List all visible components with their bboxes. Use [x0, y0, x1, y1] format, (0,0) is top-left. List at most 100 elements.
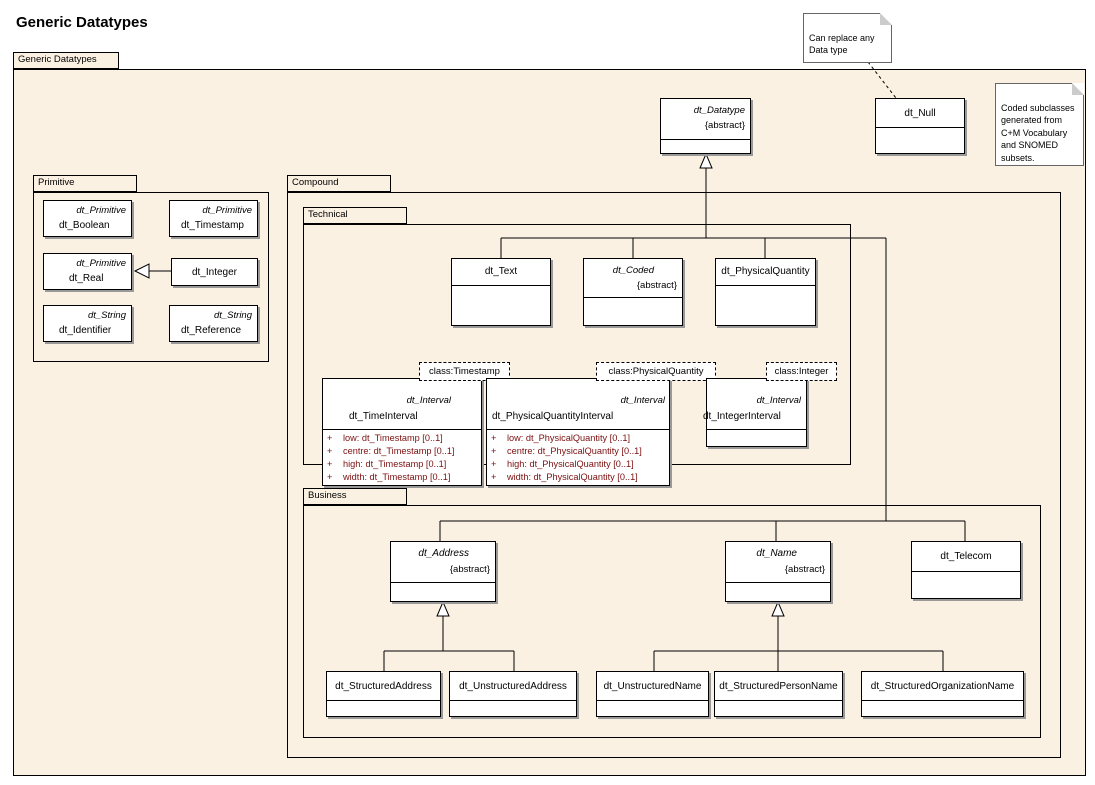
package-tab-primitive[interactable]: Primitive	[33, 175, 137, 192]
class-header: dt_Text	[452, 259, 550, 286]
class-stereotype: dt_Primitive	[76, 205, 126, 216]
class-dt-identifier[interactable]: dt_String dt_Identifier	[43, 305, 132, 342]
class-dt-physical-quantity[interactable]: dt_PhysicalQuantity	[715, 258, 816, 326]
attribute-row[interactable]: +low: dt_PhysicalQuantity [0..1]	[491, 432, 667, 445]
note-text: Coded subclasses generated from C+M Voca…	[1001, 102, 1075, 163]
note-fold-icon	[1072, 83, 1084, 95]
class-name: dt_PhysicalQuantityInterval	[492, 411, 614, 422]
class-dt-timestamp[interactable]: dt_Primitive dt_Timestamp	[169, 200, 258, 237]
template-parameter-timestamp[interactable]: class:Timestamp	[419, 362, 510, 381]
class-name: dt_StructuredPersonName	[719, 681, 838, 692]
abstract-marker: {abstract}	[449, 564, 490, 575]
package-tab-generic-datatypes[interactable]: Generic Datatypes	[13, 52, 119, 69]
class-dt-unstructured-address[interactable]: dt_UnstructuredAddress	[449, 671, 577, 717]
class-name: dt_Integer	[191, 267, 238, 278]
attribute-list: + low: dt_Timestamp [0..1] +centre: dt_Ti…	[327, 432, 479, 484]
package-label: Compound	[292, 177, 339, 188]
attribute-list: +low: dt_PhysicalQuantity [0..1] +centre…	[491, 432, 667, 484]
class-dt-structured-address[interactable]: dt_StructuredAddress	[326, 671, 441, 717]
class-name: dt_Null	[904, 108, 936, 119]
public-marker: +	[327, 433, 333, 443]
attribute-text: width: dt_Timestamp [0..1]	[343, 472, 451, 482]
class-stereotype: dt_Primitive	[202, 205, 252, 216]
attribute-row[interactable]: +centre: dt_PhysicalQuantity [0..1]	[491, 445, 667, 458]
attribute-row[interactable]: +high: dt_PhysicalQuantity [0..1]	[491, 458, 667, 471]
attribute-row[interactable]: + low: dt_Timestamp [0..1]	[327, 432, 479, 445]
attribute-text: low: dt_PhysicalQuantity [0..1]	[507, 433, 631, 443]
inheritance-arrowhead	[771, 600, 785, 617]
attribute-text: centre: dt_PhysicalQuantity [0..1]	[507, 446, 642, 456]
class-header: dt_Telecom	[912, 542, 1020, 572]
class-dt-address[interactable]: dt_Address {abstract}	[390, 541, 496, 602]
package-label: Primitive	[38, 177, 75, 188]
inheritance-arrowhead	[436, 600, 450, 617]
class-stereotype: dt_String	[213, 310, 252, 321]
template-parameter-integer[interactable]: class:Integer	[766, 362, 837, 381]
class-name-italic: dt_Coded	[612, 265, 654, 276]
attribute-text: low: dt_Timestamp [0..1]	[343, 433, 443, 443]
public-marker: +	[327, 446, 333, 456]
class-dt-name[interactable]: dt_Name {abstract}	[725, 541, 831, 602]
attribute-text: high: dt_PhysicalQuantity [0..1]	[507, 459, 634, 469]
class-name: dt_Reference	[181, 325, 242, 336]
class-dt-physical-quantity-interval[interactable]: dt_Interval dt_PhysicalQuantityInterval …	[486, 378, 670, 486]
class-header: dt_StructuredPersonName	[715, 672, 842, 701]
class-name: dt_Timestamp	[181, 220, 244, 231]
attribute-row[interactable]: +width: dt_PhysicalQuantity [0..1]	[491, 471, 667, 484]
package-tab-business[interactable]: Business	[303, 488, 407, 505]
class-name-italic: dt_Datatype	[693, 105, 745, 116]
class-name: dt_UnstructuredName	[603, 681, 702, 692]
class-dt-time-interval[interactable]: dt_Interval dt_TimeInterval + low: dt_Tim…	[322, 378, 482, 486]
class-dt-structured-person-name[interactable]: dt_StructuredPersonName	[714, 671, 843, 717]
class-name: dt_Text	[484, 266, 518, 277]
class-header: dt_UnstructuredAddress	[450, 672, 576, 701]
class-dt-integer-interval[interactable]: dt_Interval dt_IntegerInterval	[703, 378, 807, 447]
inheritance-arrowhead	[699, 152, 713, 169]
class-name: dt_StructuredOrganizationName	[870, 681, 1015, 692]
class-dt-integer[interactable]: dt_Integer	[171, 258, 258, 286]
class-dt-reference[interactable]: dt_String dt_Reference	[169, 305, 258, 342]
note-fold-icon	[880, 13, 892, 25]
class-header: dt_Interval dt_IntegerInterval	[703, 379, 806, 430]
class-name: dt_TimeInterval	[349, 411, 418, 422]
class-dt-text[interactable]: dt_Text	[451, 258, 551, 326]
class-dt-boolean[interactable]: dt_Primitive dt_Boolean	[43, 200, 132, 237]
class-dt-unstructured-name[interactable]: dt_UnstructuredName	[596, 671, 709, 717]
abstract-marker: {abstract}	[636, 280, 677, 291]
class-name: dt_PhysicalQuantity	[721, 266, 810, 277]
package-label: Generic Datatypes	[18, 54, 97, 65]
class-dt-real[interactable]: dt_Primitive dt_Real	[43, 253, 132, 290]
attribute-row[interactable]: +centre: dt_Timestamp [0..1]	[327, 445, 479, 458]
class-name: dt_Real	[69, 273, 104, 284]
package-label: Business	[308, 490, 347, 501]
class-dt-null[interactable]: dt_Null	[875, 98, 965, 154]
class-name: dt_StructuredAddress	[335, 681, 432, 692]
package-tab-technical[interactable]: Technical	[303, 207, 407, 224]
public-marker: +	[327, 472, 333, 482]
class-stereotype: dt_Primitive	[76, 258, 126, 269]
class-stereotype: dt_String	[87, 310, 126, 321]
class-dt-datatype[interactable]: dt_Datatype {abstract}	[660, 98, 751, 154]
inheritance-arrowhead	[133, 263, 150, 279]
class-name: dt_IntegerInterval	[703, 411, 781, 422]
abstract-marker: {abstract}	[704, 120, 745, 131]
class-name-italic: dt_Name	[756, 548, 797, 559]
note-replace-datatype[interactable]: Can replace any Data type	[803, 13, 892, 63]
class-name: dt_Telecom	[940, 551, 992, 562]
class-dt-structured-organization-name[interactable]: dt_StructuredOrganizationName	[861, 671, 1024, 717]
class-header: dt_Interval dt_PhysicalQuantityInterval	[487, 379, 669, 430]
attribute-row[interactable]: +high: dt_Timestamp [0..1]	[327, 458, 479, 471]
template-parameter-physical-quantity[interactable]: class:PhysicalQuantity	[596, 362, 716, 381]
package-tab-compound[interactable]: Compound	[287, 175, 391, 192]
class-dt-coded[interactable]: dt_Coded {abstract}	[583, 258, 683, 326]
note-coded-subclasses[interactable]: Coded subclasses generated from C+M Voca…	[995, 83, 1084, 166]
attribute-row[interactable]: + width: dt_Timestamp [0..1]	[327, 471, 479, 484]
class-dt-telecom[interactable]: dt_Telecom	[911, 541, 1021, 599]
class-stereotype: dt_Interval	[620, 395, 665, 406]
note-text: Can replace any Data type	[809, 32, 875, 56]
class-name: dt_Identifier	[59, 325, 112, 336]
class-header: dt_Datatype {abstract}	[661, 99, 750, 140]
class-header: dt_Interval dt_TimeInterval	[323, 379, 481, 430]
page-title: Generic Datatypes	[16, 14, 148, 31]
